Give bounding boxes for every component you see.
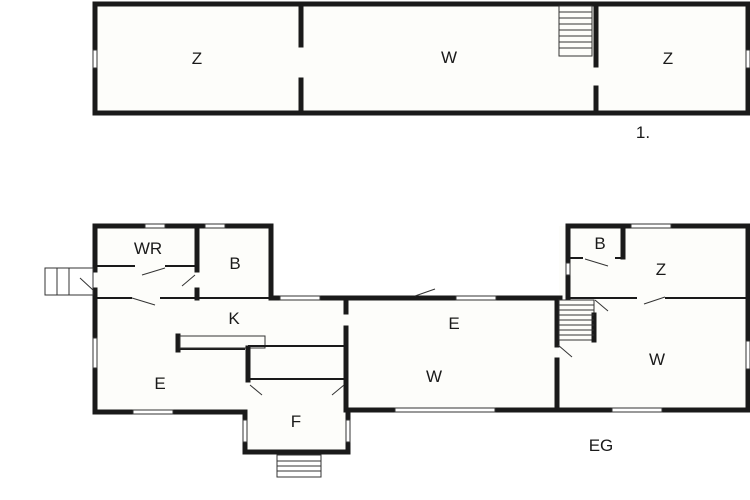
window: [132, 409, 174, 415]
room-label: E: [154, 374, 165, 393]
floor-label: 1.: [636, 123, 650, 142]
entrance-steps-icon: [44, 267, 94, 296]
room-label: B: [229, 254, 240, 273]
window: [565, 262, 571, 276]
window: [745, 49, 750, 69]
window: [611, 407, 663, 413]
window: [242, 419, 248, 443]
outer-wall: [92, 223, 563, 301]
window: [745, 340, 750, 370]
room-label: W: [426, 367, 442, 386]
room-label: Z: [663, 49, 673, 68]
room-label: Z: [656, 260, 666, 279]
room-label: K: [228, 309, 240, 328]
upper-floor-plan: Z W Z 1.: [92, 1, 750, 142]
room-label: W: [649, 350, 665, 369]
floor-label: EG: [589, 436, 614, 455]
room-label: WR: [134, 239, 162, 258]
room-label: W: [441, 48, 457, 67]
entrance-steps-icon: [276, 454, 322, 478]
room-label: B: [594, 234, 605, 253]
window: [630, 223, 672, 229]
window: [345, 419, 351, 443]
room-label: Z: [192, 49, 202, 68]
room-label: F: [291, 412, 301, 431]
window: [204, 223, 226, 229]
ground-floor-plan: WR B K E F E W B Z W EG: [44, 223, 750, 478]
room-label: E: [448, 314, 459, 333]
window: [279, 295, 321, 301]
window: [92, 337, 98, 369]
window: [144, 223, 166, 229]
upper-floor-area: [95, 4, 748, 113]
window: [394, 407, 496, 413]
staircase-icon: [558, 299, 597, 343]
window: [455, 295, 497, 301]
window: [92, 49, 98, 69]
staircase-icon: [558, 5, 593, 57]
